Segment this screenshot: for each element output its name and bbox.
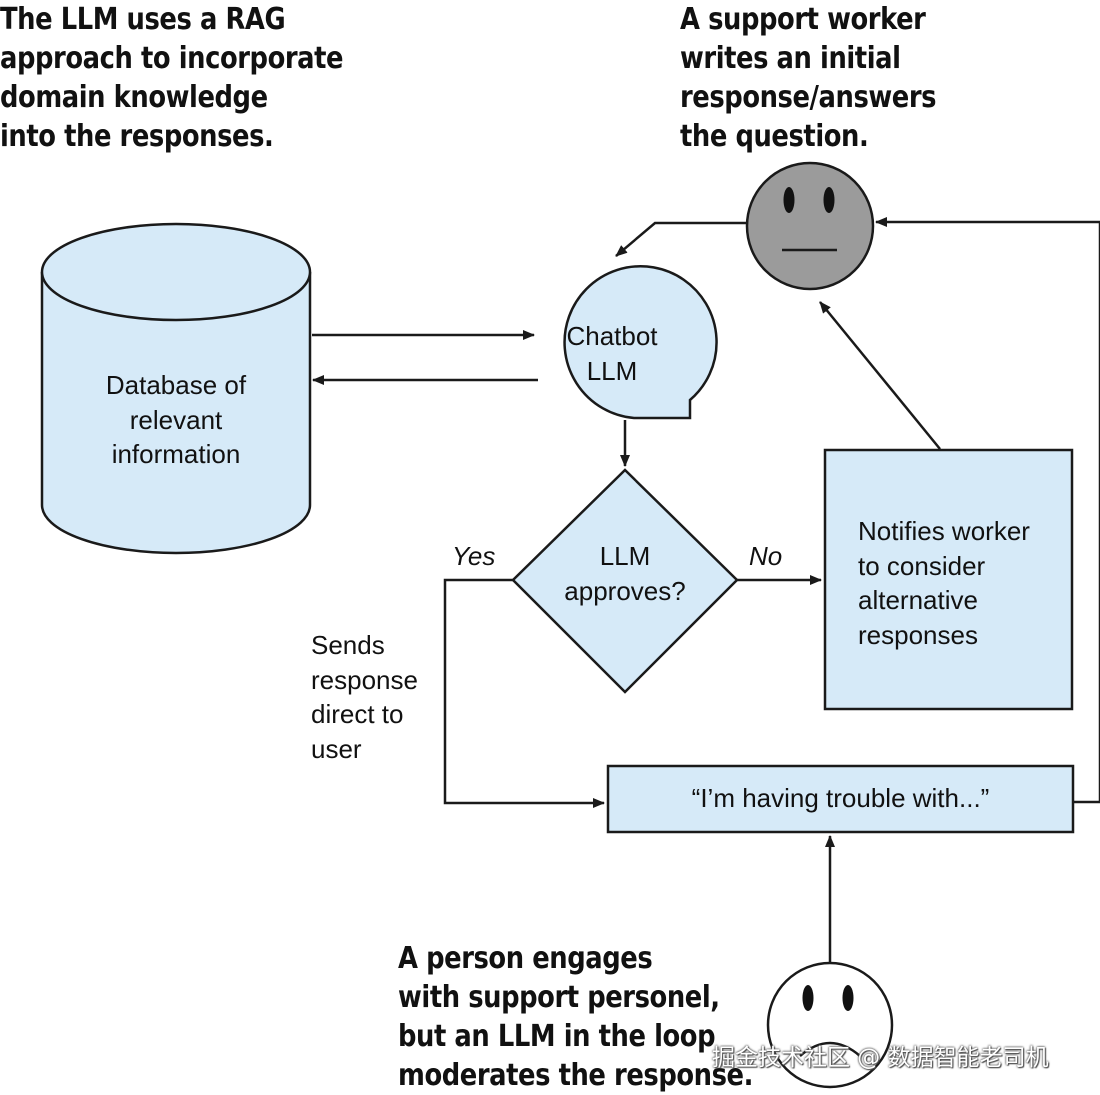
arrow-notify-to-worker <box>819 301 941 450</box>
decision-diamond <box>511 468 739 694</box>
arrow-decision-yes <box>443 578 605 808</box>
edge-label-yes: Yes <box>452 541 496 571</box>
notify-label: Notifies worker to consider alternative … <box>858 516 1030 650</box>
arrow-worker-to-chatbot <box>615 221 747 257</box>
edge-label-no: No <box>749 541 783 571</box>
decision-label: LLM approves? <box>564 541 686 606</box>
message-box <box>606 764 1075 834</box>
database-label: Database of relevant information <box>105 370 247 469</box>
arrow-message-to-worker <box>875 217 1100 804</box>
chatbot-label: Chatbot LLM <box>566 321 658 386</box>
person-sad-face-icon <box>766 961 894 1089</box>
watermark: 掘金技术社区 @ 数据智能老司机 <box>712 1045 1049 1071</box>
annotation-support-worker: A support worker writes an initial respo… <box>680 2 937 154</box>
edge-label-sends-response: Sends response direct to user <box>311 630 418 764</box>
database-cylinder <box>40 222 312 555</box>
notify-box <box>823 448 1074 711</box>
annotation-person: A person engages with support personel, … <box>398 941 753 1093</box>
message-label: “I’m having trouble with...” <box>691 783 990 813</box>
support-worker-face-icon <box>745 161 875 291</box>
annotation-rag: The LLM uses a RAG approach to incorpora… <box>0 2 344 154</box>
chatbot-bubble <box>563 265 718 420</box>
